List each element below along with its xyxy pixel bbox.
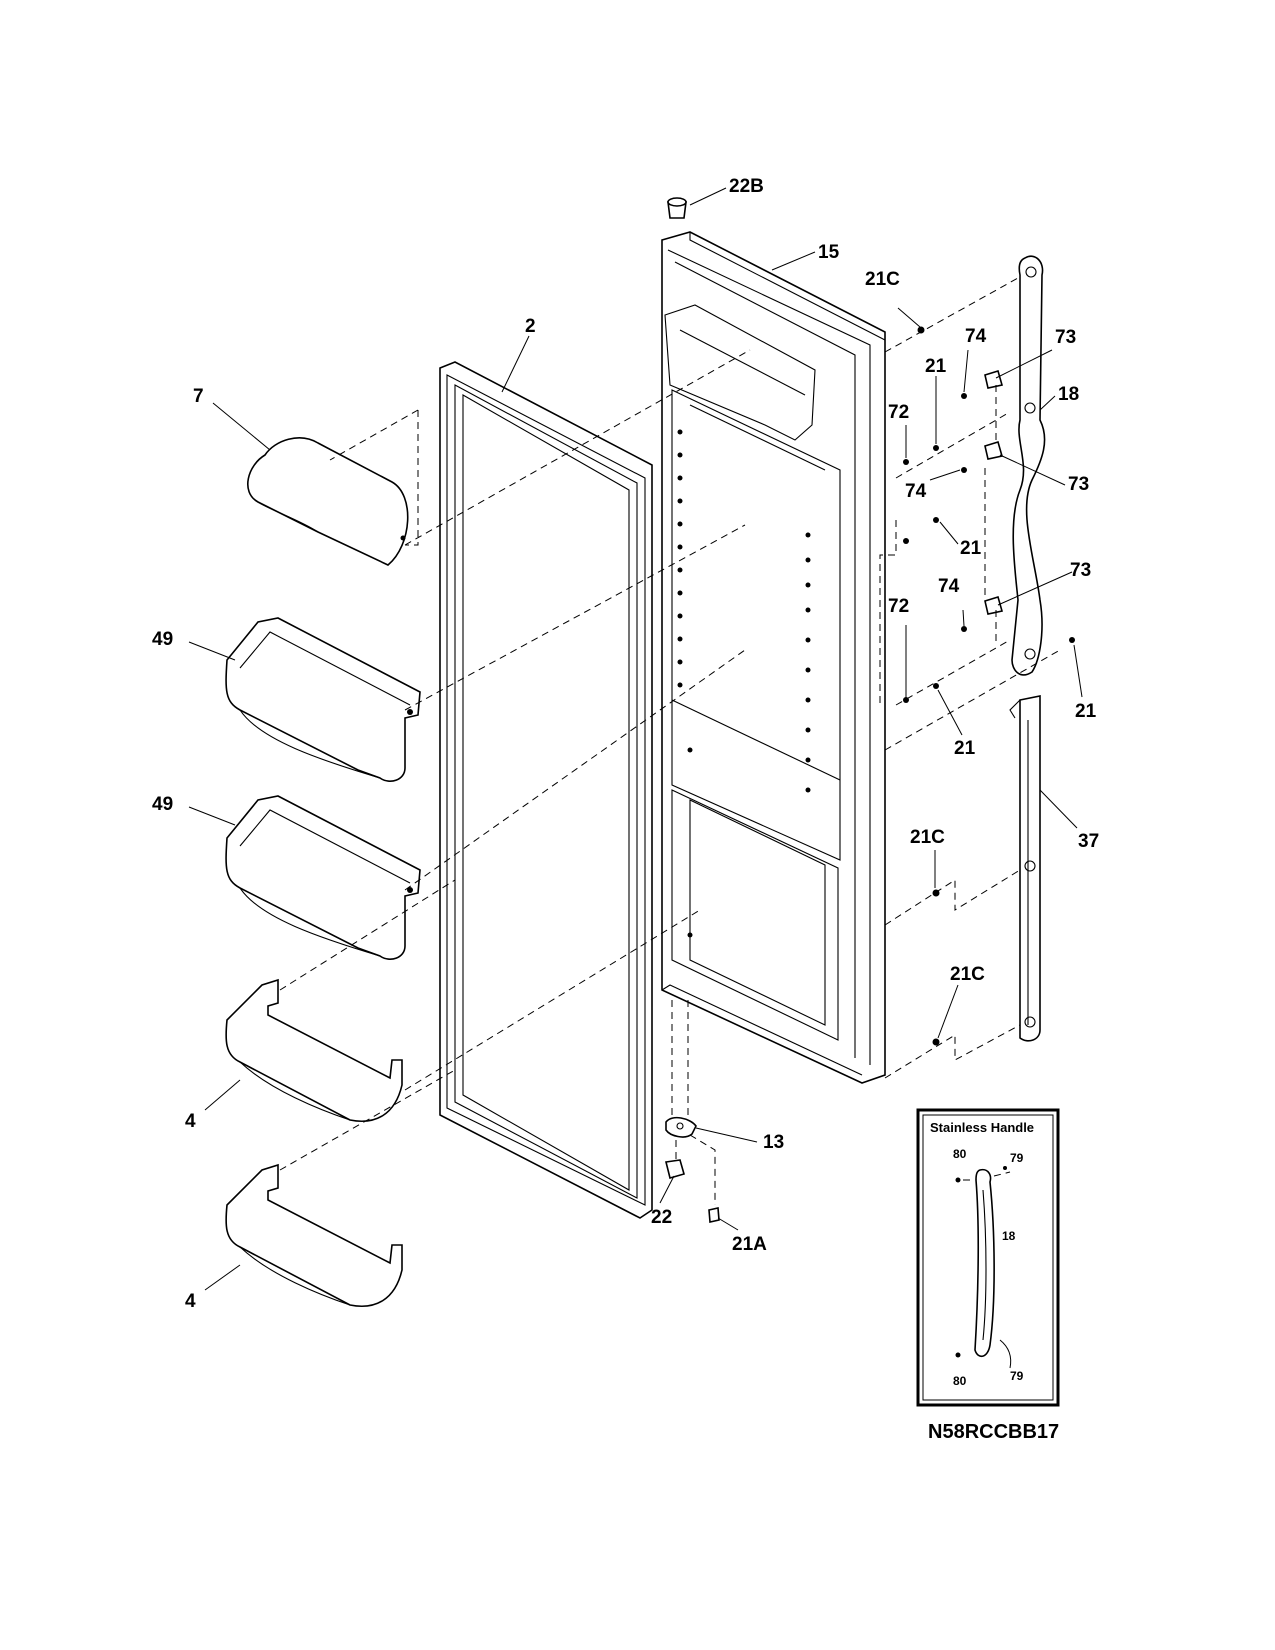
label-37: 37 xyxy=(1078,831,1099,852)
label-21-a: 21 xyxy=(925,356,947,377)
door-bin-upper xyxy=(225,617,421,782)
door-handle-lower xyxy=(1009,695,1041,1042)
leader-lines xyxy=(188,187,1083,1291)
label-74-b: 74 xyxy=(905,481,927,502)
handle-mounts xyxy=(903,326,1075,1046)
label-74-c: 74 xyxy=(938,576,960,597)
door-handle xyxy=(1011,255,1046,676)
dairy-bin xyxy=(247,437,409,566)
label-73-b: 73 xyxy=(1068,474,1089,495)
door-bin-lower xyxy=(225,795,421,960)
door-assembly xyxy=(661,231,886,1084)
label-21c-mid: 21C xyxy=(910,827,945,848)
label-74-a: 74 xyxy=(965,326,987,347)
label-4-a: 4 xyxy=(185,1111,196,1132)
inset-label-80-bot: 80 xyxy=(953,1374,967,1388)
shelf-pegs xyxy=(677,429,811,938)
inset-label-79-bot: 79 xyxy=(1010,1369,1024,1383)
label-13: 13 xyxy=(763,1132,784,1153)
label-21c-low: 21C xyxy=(950,964,985,985)
label-22: 22 xyxy=(651,1207,672,1228)
label-72-b: 72 xyxy=(888,596,909,617)
door-plug-22b xyxy=(667,197,687,219)
stainless-handle-inset: Stainless Handle 80 79 18 80 79 xyxy=(916,1108,1060,1407)
label-2: 2 xyxy=(525,316,536,337)
door-shelf-upper xyxy=(225,978,403,1122)
label-73-a: 73 xyxy=(1055,327,1076,348)
label-72-a: 72 xyxy=(888,402,909,423)
part-labels: 22B 15 21C 2 74 73 21 18 7 72 74 73 21 7… xyxy=(152,176,1099,1312)
inset-label-80-top: 80 xyxy=(953,1147,967,1161)
label-21c-top: 21C xyxy=(865,269,900,290)
label-21-d: 21 xyxy=(954,738,976,759)
inset-title: Stainless Handle xyxy=(930,1120,1034,1135)
assembly-lines xyxy=(279,277,1061,1205)
label-22b: 22B xyxy=(729,176,764,197)
label-4-b: 4 xyxy=(185,1291,196,1312)
label-49-b: 49 xyxy=(152,794,173,815)
label-49-a: 49 xyxy=(152,629,173,650)
model-number: N58RCCBB17 xyxy=(928,1421,1059,1443)
label-18: 18 xyxy=(1058,384,1079,405)
door-shelf-lower xyxy=(225,1163,403,1307)
label-21-c: 21 xyxy=(1075,701,1097,722)
label-73-c: 73 xyxy=(1070,560,1091,581)
label-15: 15 xyxy=(818,242,840,263)
inset-label-18: 18 xyxy=(1002,1229,1016,1243)
hinge-hardware xyxy=(665,1116,720,1223)
inset-label-79-top: 79 xyxy=(1010,1151,1024,1165)
label-21a: 21A xyxy=(732,1234,767,1255)
label-7: 7 xyxy=(193,386,204,407)
label-21-b: 21 xyxy=(960,538,982,559)
